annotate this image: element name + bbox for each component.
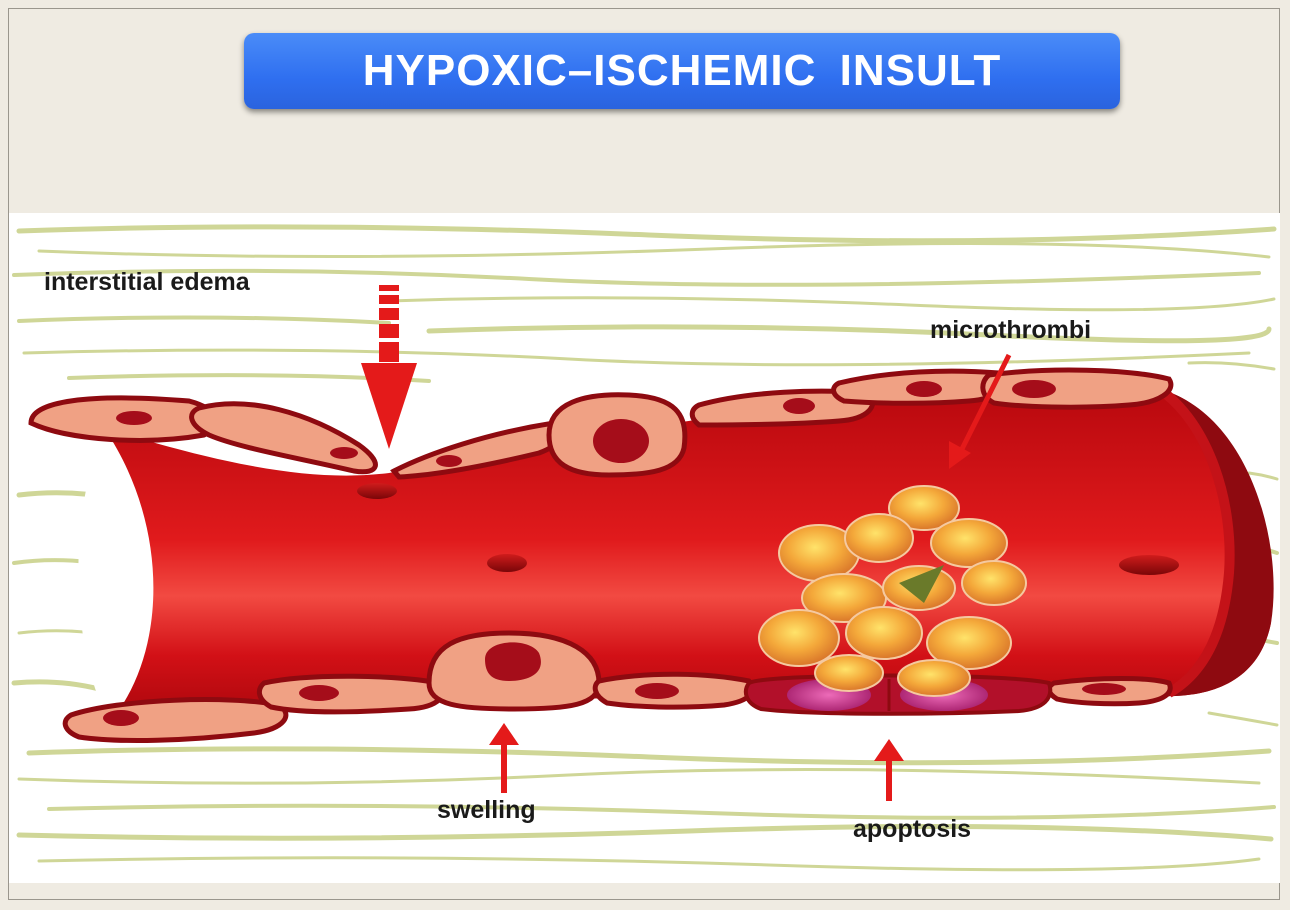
illustration-panel (9, 213, 1280, 883)
label-microthrombi: microthrombi (930, 316, 1091, 345)
label-swelling: swelling (437, 796, 536, 825)
title-banner: HYPOXIC–ISCHEMIC INSULT (244, 33, 1120, 109)
label-apoptosis: apoptosis (853, 815, 971, 844)
vessel-illustration (9, 213, 1280, 883)
diagram-title: HYPOXIC–ISCHEMIC INSULT (363, 46, 1001, 96)
swelling-arrow (489, 723, 519, 793)
edema-arrow (361, 285, 417, 449)
label-interstitial-edema: interstitial edema (44, 268, 250, 297)
